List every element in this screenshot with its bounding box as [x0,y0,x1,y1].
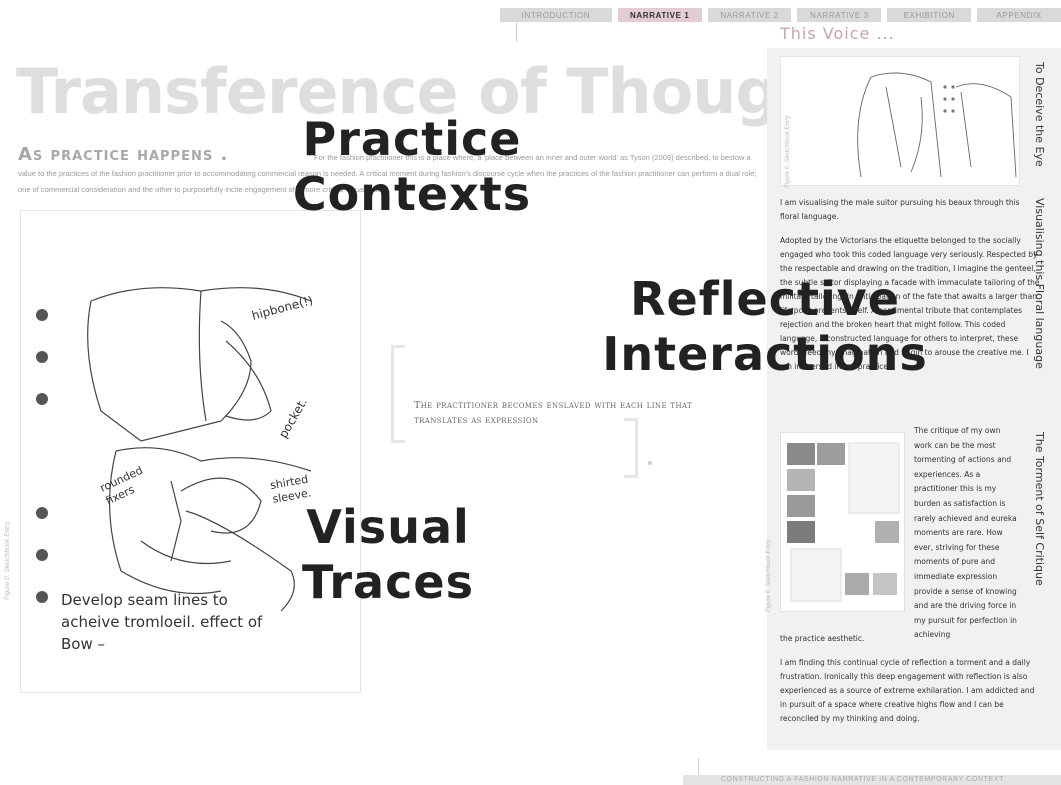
tab-narrative-3[interactable]: Narrative 3 [797,8,882,22]
top-nav: Introduction Narrative 1 Narrative 2 Nar… [500,8,1061,22]
paragraph-victorians: Adopted by the Victorians the etiquette … [780,236,1040,371]
panel-sketch-image [780,56,1020,186]
section-subtitle: As practice happens . [18,144,229,165]
paragraph-critique: The critique of my own work can be the m… [914,426,1017,640]
overlay-label-practice-contexts: Practice Contexts [292,112,532,221]
critique-collage-image [780,432,905,612]
tab-appendix[interactable]: Appendix [977,8,1061,22]
overlay-label-reflective-interactions: Reflective Interactions [602,272,928,381]
footer-bar: Constructing a Fashion Narrative in a Co… [683,775,1061,785]
voice-title: This Voice ... [780,24,895,43]
fashion-sketch-drawing [36,287,312,612]
tab-exhibition[interactable]: Exhibition [887,8,972,22]
tab-introduction[interactable]: Introduction [500,8,612,22]
quote-bracket-right [624,418,638,478]
figure-caption-right-2: Figure 0. Sketchbook Entry [766,539,772,612]
heading-deceive-eye: To Deceive the Eye [1033,62,1046,167]
paragraph-suitor: I am visualising the male suitor pursuin… [780,198,1020,221]
intro-paragraph: For the fashion practitioner this is a p… [18,153,757,194]
figure-caption-right-1: Figure 0. Sketchbook Entry [785,115,791,188]
nav-divider [516,22,518,42]
quote-bracket-left [391,345,405,443]
figure-caption-left: Figure 0. Sketchbook Entry [4,521,11,600]
paragraph-reflection: I am finding this continual cycle of ref… [780,658,1035,723]
tab-narrative-1[interactable]: Narrative 1 [617,8,702,22]
page-title: Transference of Thought [16,55,852,128]
panel-sketch-drawing [857,72,1017,178]
pull-quote: The practitioner becomes enslaved with e… [414,400,693,426]
intro-text: For the fashion practitioner this is a p… [18,150,758,198]
annotation-develop-seam: Develop seam lines to acheive tromloeil.… [61,591,263,653]
footer-divider [698,758,699,778]
heading-self-critique: The Torment of Self Critique [1033,432,1046,586]
overlay-label-visual-traces: Visual Traces [302,500,474,609]
tab-narrative-2[interactable]: Narrative 2 [707,8,792,22]
paragraph-aesthetic: the practice aesthetic. [780,634,865,643]
sketchbook-image: hipbone(!) pocket. rounded fixers shirte… [20,210,361,693]
collage-photos [787,442,900,602]
quote-dot [648,461,652,465]
